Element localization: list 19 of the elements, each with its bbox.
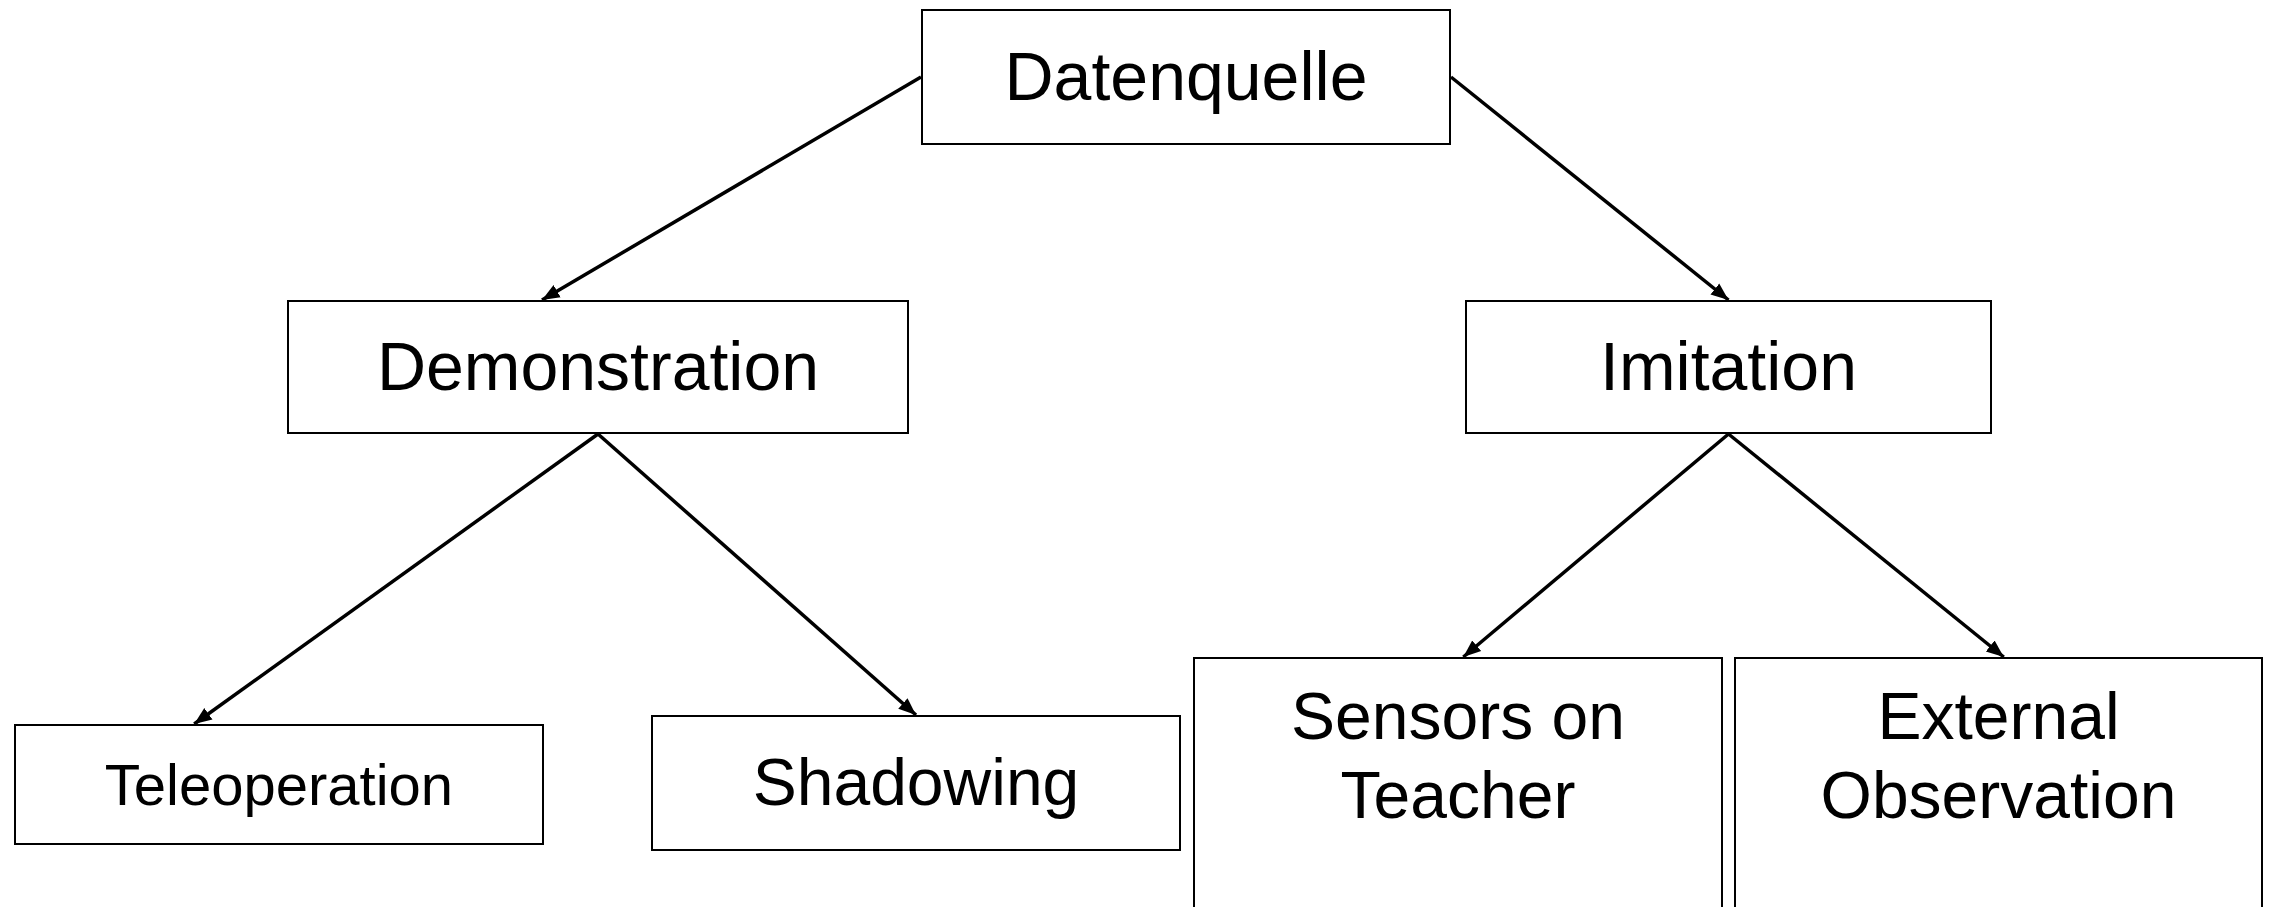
category-box xyxy=(14,724,544,845)
category-box xyxy=(1734,657,2263,907)
node-label: Demonstration xyxy=(375,327,821,407)
arrow xyxy=(1462,432,1730,659)
category-box xyxy=(1465,300,1992,434)
node-label: Teleoperation xyxy=(103,750,455,819)
node-label: External Observation xyxy=(1819,678,2178,835)
arrow xyxy=(193,432,600,726)
category-box xyxy=(651,715,1181,851)
node-label: Shadowing xyxy=(751,744,1081,822)
arrow xyxy=(1727,432,2005,659)
category-box xyxy=(287,300,909,434)
arrow xyxy=(596,432,918,717)
category-box xyxy=(921,9,1451,145)
category-box xyxy=(1193,657,1723,907)
node-label: Datenquelle xyxy=(1003,37,1369,117)
node-label: Imitation xyxy=(1599,327,1858,407)
node-label: Sensors on Teacher xyxy=(1290,678,1626,835)
arrow xyxy=(541,75,922,302)
